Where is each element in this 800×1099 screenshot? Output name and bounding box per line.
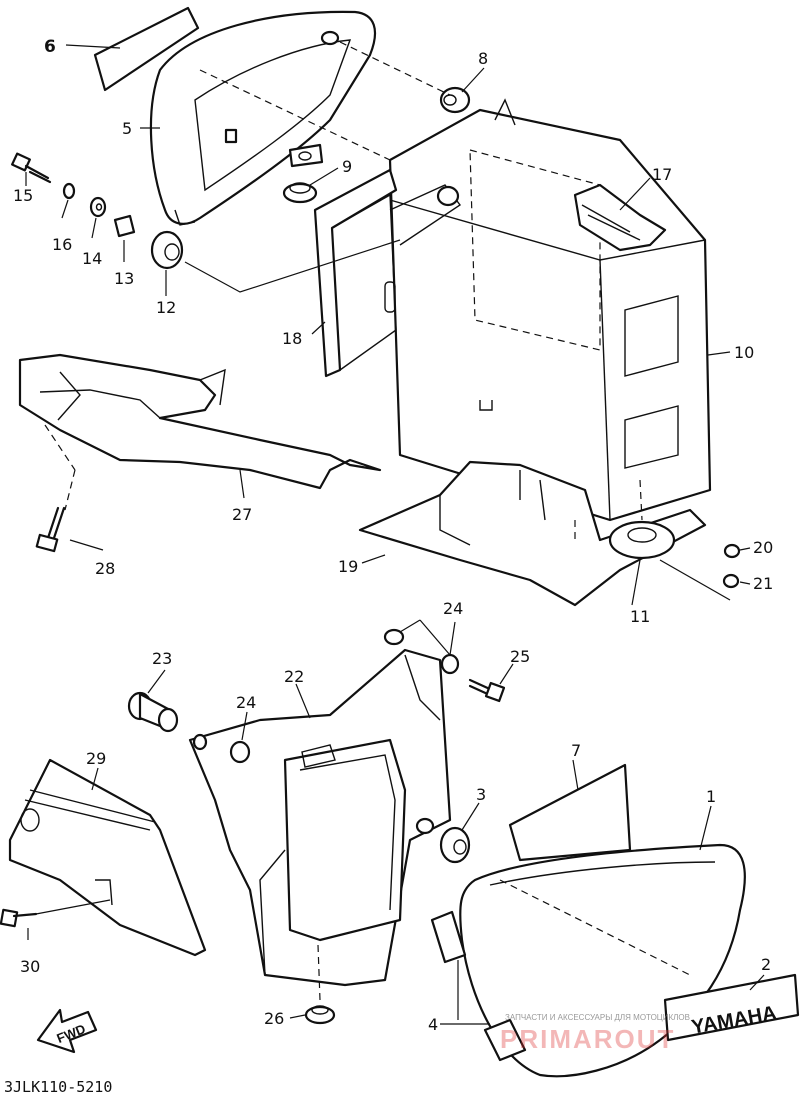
part-4-damper	[430, 910, 527, 1062]
part-25-bolt	[468, 678, 506, 703]
callout-1: 1	[706, 787, 716, 806]
callout-11: 11	[630, 607, 650, 626]
part-9-grommet	[282, 182, 318, 204]
callout-28: 28	[95, 559, 115, 578]
watermark-caption: ЗАПЧАСТИ И АКСЕССУАРЫ ДЛЯ МОТОЦИКЛОВ	[505, 1013, 690, 1022]
callout-29: 29	[86, 749, 106, 768]
callout-16: 16	[52, 235, 72, 254]
callout-numbers: 6 5 8 9 17 15 16 14 13 12 18 10 27 28 19…	[13, 37, 773, 1034]
part-7-sticker	[508, 763, 632, 862]
part-30-screw	[0, 908, 38, 928]
callout-14: 14	[82, 249, 102, 268]
callout-17: 17	[652, 165, 672, 184]
callout-22: 22	[284, 667, 304, 686]
callout-24b: 24	[236, 693, 256, 712]
part-24-washers	[229, 628, 460, 764]
part-11-grommet	[608, 520, 676, 560]
callout-4: 4	[428, 1015, 438, 1034]
explosion-lines	[35, 41, 731, 1001]
callout-5: 5	[122, 119, 132, 138]
callout-18: 18	[282, 329, 302, 348]
callout-30: 30	[20, 957, 40, 976]
callout-23: 23	[152, 649, 172, 668]
part-29-cover	[8, 758, 207, 957]
callout-13: 13	[114, 269, 134, 288]
callout-21: 21	[753, 574, 773, 593]
watermark-logo: PRIMAROUT	[500, 1024, 675, 1054]
part-17-foam-pad	[573, 183, 667, 252]
callout-leaders	[25, 44, 765, 1025]
part-27-holder-strap	[18, 353, 382, 490]
drawing-code: 3JLK110-5210	[4, 1078, 112, 1096]
part-23-collar	[127, 691, 179, 733]
part-13-collar	[113, 214, 136, 238]
callout-27: 27	[232, 505, 252, 524]
part-22-tool-box	[188, 648, 452, 987]
part-3-grommet	[439, 826, 471, 864]
callout-3: 3	[476, 785, 486, 804]
callout-2: 2	[761, 955, 771, 974]
part-12-grommet	[150, 230, 184, 270]
part-6-emblem-sticker	[93, 6, 200, 92]
watermark: ЗАПЧАСТИ И АКСЕССУАРЫ ДЛЯ МОТОЦИКЛОВ PRI…	[500, 1013, 690, 1054]
part-19-lower-bracket	[358, 460, 707, 607]
callout-26: 26	[264, 1009, 284, 1028]
callout-10: 10	[734, 343, 754, 362]
part-21-nut	[722, 573, 740, 589]
callout-6: 6	[44, 37, 56, 57]
callout-8: 8	[478, 49, 488, 68]
part-20-screw	[723, 543, 741, 559]
part-10-battery-box	[388, 98, 712, 522]
callout-20: 20	[753, 538, 773, 557]
part-28-bolt	[35, 506, 66, 553]
part-26-grommet	[304, 1005, 336, 1025]
part-14-washer	[89, 196, 107, 218]
callout-25: 25	[510, 647, 530, 666]
fwd-arrow: FWD	[36, 1008, 98, 1054]
callout-19: 19	[338, 557, 358, 576]
callout-15: 15	[13, 186, 33, 205]
part-5-side-cover-left	[149, 10, 377, 226]
callout-7: 7	[571, 741, 581, 760]
callout-12: 12	[156, 298, 176, 317]
part-8-grommet	[439, 86, 471, 114]
part-16-washer	[62, 182, 76, 200]
part-15-bolt	[11, 152, 52, 184]
callout-24a: 24	[443, 599, 463, 618]
callout-9: 9	[342, 157, 352, 176]
part-18-bracket	[313, 168, 462, 378]
